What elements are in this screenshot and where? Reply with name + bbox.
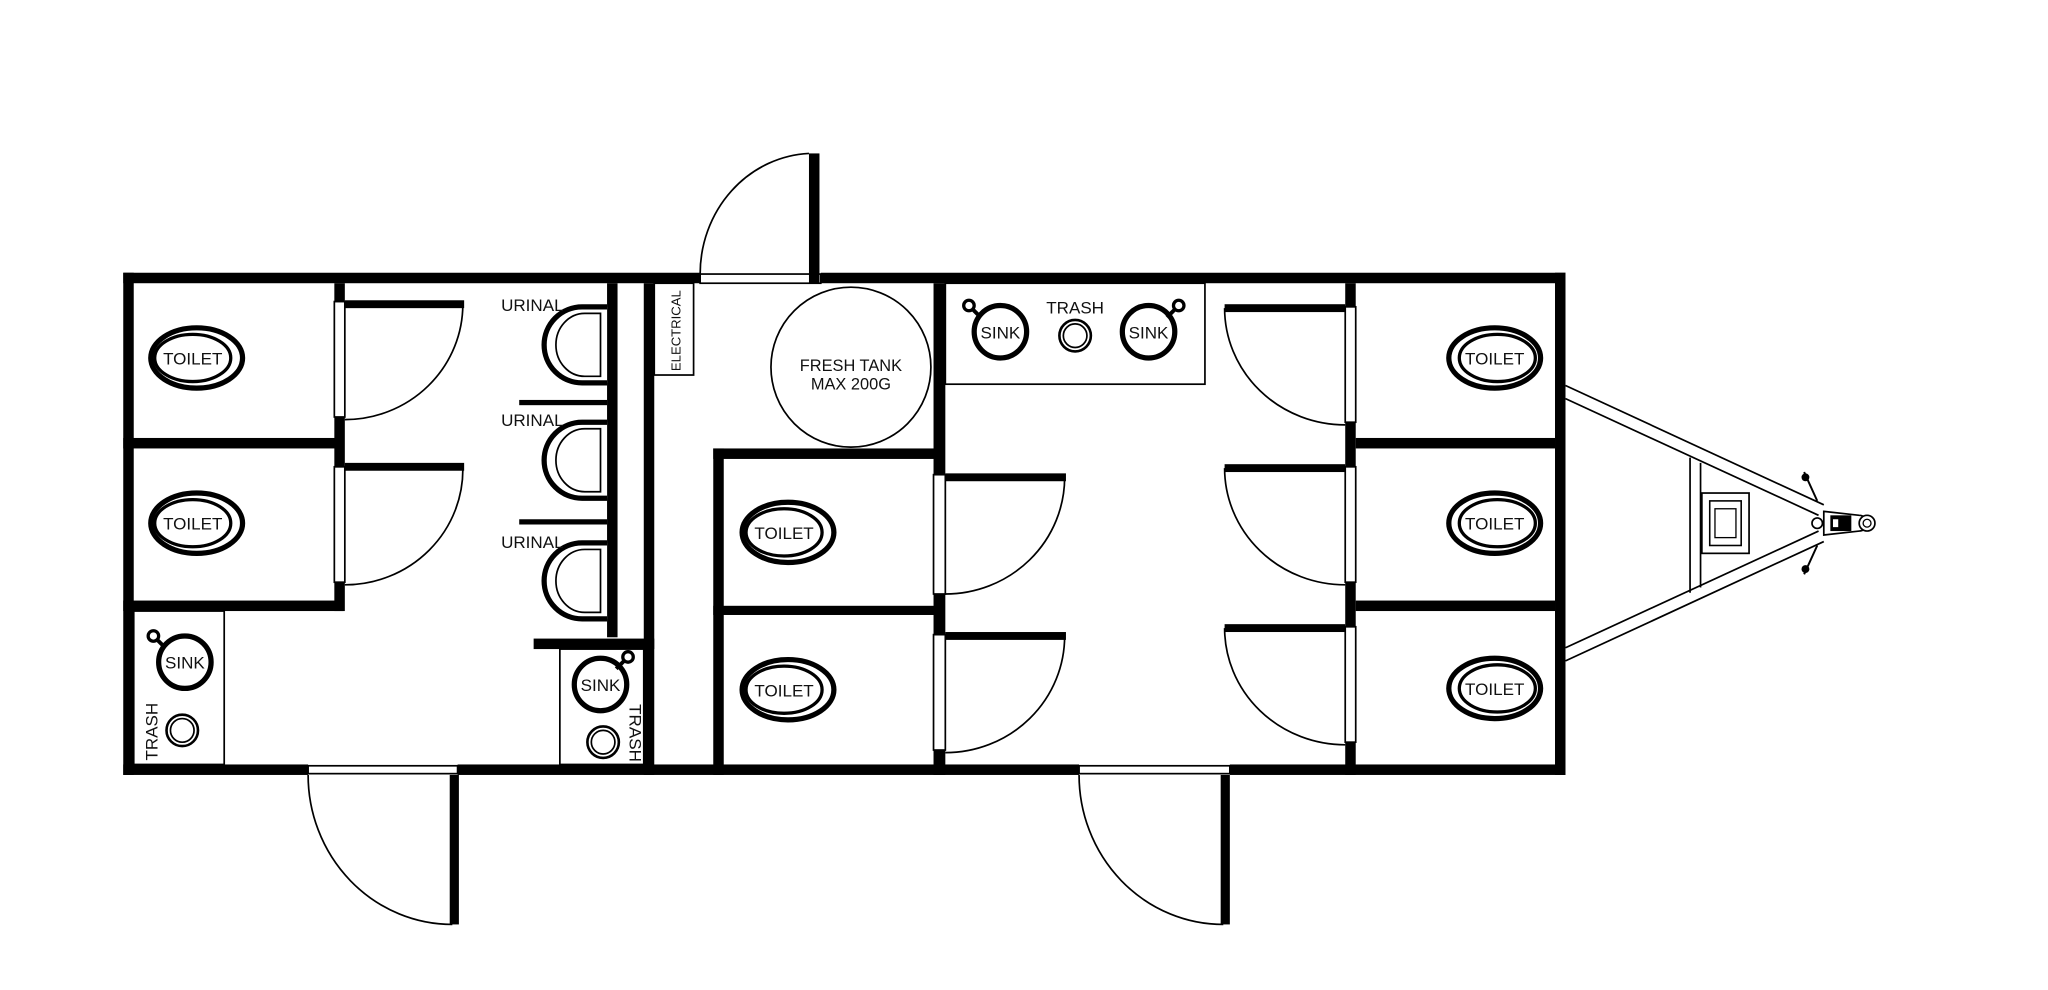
stall-door-right-3 bbox=[1223, 625, 1357, 746]
toilet: TOILET bbox=[1446, 655, 1544, 722]
stall-door-center-1 bbox=[932, 473, 1066, 595]
interior-walls bbox=[123, 283, 1556, 775]
trash-can: TRASH bbox=[142, 703, 200, 761]
entry-door-bottom-left bbox=[307, 764, 459, 926]
stall-door-right-1 bbox=[1223, 305, 1357, 426]
urinal-label: URINAL bbox=[501, 533, 563, 552]
urinal: URINAL bbox=[501, 411, 608, 501]
hitch-pin bbox=[1811, 517, 1824, 530]
trash-label: TRASH bbox=[625, 704, 644, 762]
exterior-walls bbox=[123, 272, 1566, 775]
entry-door-bottom-right bbox=[1078, 764, 1231, 926]
sink: SINK bbox=[1119, 298, 1186, 361]
trailer-hitch bbox=[1565, 384, 1876, 662]
toilet-label: TOILET bbox=[163, 350, 223, 369]
toilet-label: TOILET bbox=[1465, 680, 1525, 699]
toilet-label: TOILET bbox=[1465, 350, 1525, 369]
stall-door-left-2 bbox=[333, 465, 464, 586]
sink-label: SINK bbox=[165, 654, 205, 673]
toilet-label: TOILET bbox=[754, 681, 814, 700]
sink-label: SINK bbox=[1129, 323, 1169, 342]
sink: SINK bbox=[146, 629, 214, 692]
stall-door-left-1 bbox=[333, 300, 464, 421]
sink-counter-left bbox=[132, 610, 226, 766]
stall-door-right-2 bbox=[1223, 465, 1357, 586]
toilet: TOILET bbox=[148, 325, 246, 391]
urinal-label: URINAL bbox=[501, 296, 563, 315]
toilet: TOILET bbox=[739, 499, 837, 566]
sink-counter-top bbox=[944, 282, 1206, 386]
doors bbox=[307, 152, 1357, 926]
fresh-tank-label: FRESH TANK bbox=[800, 357, 902, 375]
urinal: URINAL bbox=[501, 533, 608, 622]
trash-can: TRASH bbox=[586, 704, 644, 762]
electrical-cabinet bbox=[653, 282, 695, 376]
toilet-label: TOILET bbox=[163, 515, 223, 534]
trash-can: TRASH bbox=[1046, 298, 1104, 353]
stall-door-center-2 bbox=[932, 633, 1066, 754]
toilet-label: TOILET bbox=[1465, 515, 1525, 534]
fresh-tank: FRESH TANK MAX 200G bbox=[770, 286, 932, 448]
toilet-label: TOILET bbox=[754, 524, 814, 543]
toilet: TOILET bbox=[148, 490, 246, 556]
toilet: TOILET bbox=[1446, 490, 1544, 556]
toilet: TOILET bbox=[739, 656, 837, 723]
sink-label: SINK bbox=[581, 676, 621, 695]
trash-label: TRASH bbox=[142, 703, 161, 761]
sink: SINK bbox=[962, 298, 1030, 361]
trash-label: TRASH bbox=[1046, 298, 1104, 317]
sink-label: SINK bbox=[981, 323, 1021, 342]
electrical-label: ELECTRICAL bbox=[668, 290, 683, 371]
entry-door-top bbox=[699, 152, 822, 285]
sink: SINK bbox=[571, 650, 635, 714]
sink-counter-center bbox=[559, 648, 645, 766]
urinal-label: URINAL bbox=[501, 411, 563, 430]
toilet: TOILET bbox=[1446, 325, 1544, 391]
urinal: URINAL bbox=[501, 296, 608, 386]
fresh-tank-capacity: MAX 200G bbox=[811, 375, 891, 393]
